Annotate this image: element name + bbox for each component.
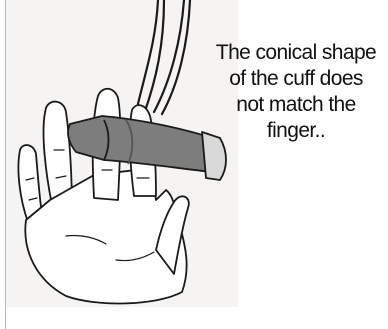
caption-line: not match the xyxy=(204,92,388,118)
caption-line: of the cuff does xyxy=(204,66,388,92)
caption-text: The conical shape of the cuff does not m… xyxy=(204,40,388,144)
caption-line: finger.. xyxy=(204,118,388,144)
caption-line: The conical shape xyxy=(204,40,388,66)
